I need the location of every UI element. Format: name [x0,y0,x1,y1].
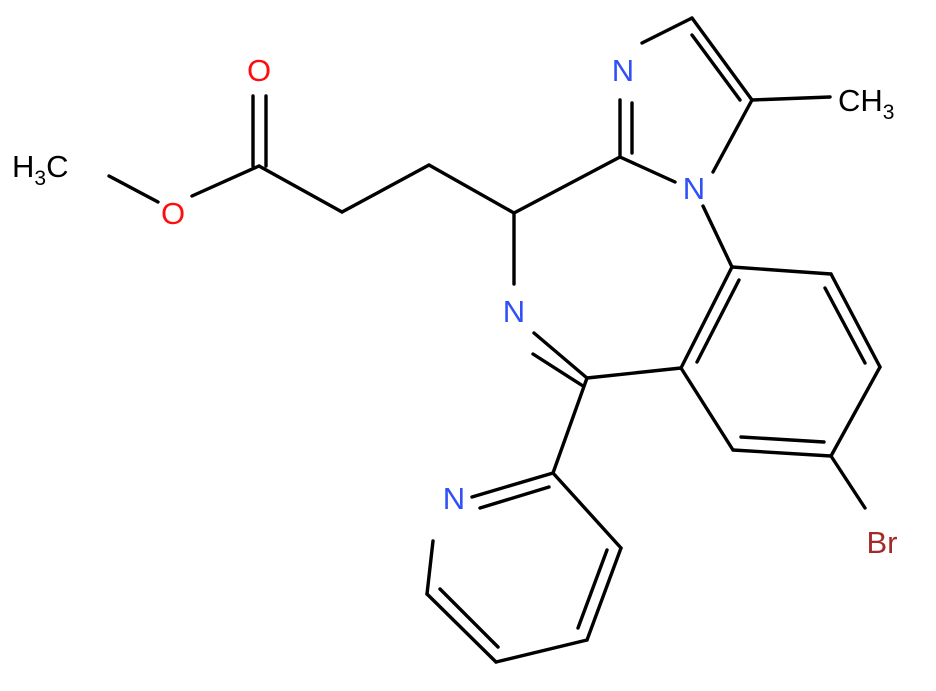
bond-ch-c-methyl-inner [690,33,742,102]
bond-benzo-3 [829,365,882,458]
bond-pyr-2-inner [576,548,609,630]
bond-pyr-4-inner [438,587,500,649]
bond-benzo-6-inner [695,278,741,364]
bond-n-ch [640,16,694,45]
bond-benzo-4 [731,448,833,458]
bond-pyr-2 [585,546,623,642]
atom-label-pyridine-nitrogen: N [443,481,465,516]
bond-benzo-2-inner [823,286,867,365]
pyridine-ring [425,376,623,664]
bond-c-methyl [750,95,832,102]
bond-imine-double-inner [531,352,585,388]
bond-carbonyl-ch2 [257,164,344,214]
bond-benzo-4-inner [739,435,826,444]
bond-pyr-6 [470,471,555,499]
bond-benzo-6 [679,265,734,370]
bond-pyr-5 [425,539,435,596]
bond-ch2-c3 [427,163,516,215]
imidazole-methyl-subscript: 3 [883,101,895,124]
atom-label-ester-methyl: H3C [12,149,68,190]
ester-methyl-h: H [12,149,34,184]
atom-label-bridge-nitrogen: N [683,171,705,206]
bond-pyr-4 [425,592,498,664]
ester-methyl-c: C [46,149,68,184]
atom-labels: O O H3C N N CH3 N N Br [12,53,898,560]
bond-pyr-1 [551,471,623,550]
bond-c5-benzo [585,366,683,380]
bond-c3-imidazole-c [512,155,622,215]
bond-methyl-oxygen [107,174,160,204]
bond-n-bridge-benzo [701,204,734,269]
diazepine-ring [512,155,734,388]
bond-benzo-2 [829,272,882,369]
imidazole-ring [618,16,832,184]
ester-methyl-subscript: 3 [34,167,46,190]
atom-label-imidazole-methyl: CH3 [838,83,894,124]
bond-ch-c-methyl [690,16,754,102]
bond-ch2-ch2 [340,163,431,214]
atom-label-carbonyl-oxygen: O [247,53,271,88]
bond-c-methyl-n-bridge [711,98,754,174]
bond-n-bridge-c [618,155,677,184]
atom-label-ester-oxygen: O [161,196,185,231]
bond-pyr-3 [494,638,589,664]
bond-benzo-5 [679,366,735,452]
bond-imine-double-outer [532,331,589,380]
bond-pyr-6-inner [478,485,551,510]
bond-oxygen-carbonyl-carbon [190,164,261,198]
bond-benzo-1 [730,265,833,276]
atom-label-bromine: Br [867,525,898,560]
bond-c5-pyridine [551,376,589,475]
imidazole-methyl-ch: CH [838,83,883,118]
bond-benzo-bromine [829,454,867,510]
ester-side-chain [107,94,516,215]
benzo-ring [679,265,882,510]
atom-label-imine-nitrogen: N [503,294,525,329]
atom-label-imidazole-nitrogen: N [612,53,634,88]
